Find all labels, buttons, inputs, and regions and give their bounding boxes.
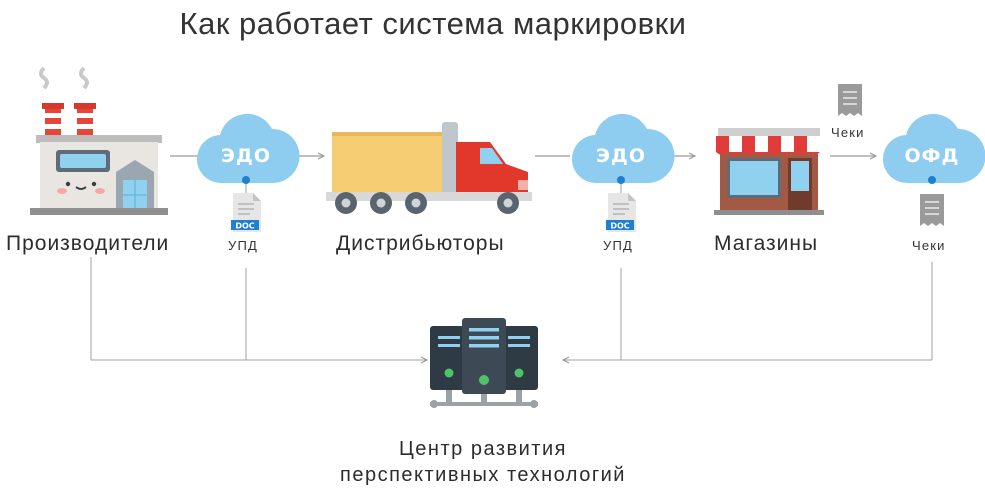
factory-icon <box>30 66 168 215</box>
center-label-line2: перспективных технологий <box>340 464 626 486</box>
upd-label-2: УПД <box>603 238 634 253</box>
receipt-icon-top <box>838 84 862 116</box>
document-icon-2: DOC <box>606 193 636 232</box>
server-icon <box>430 318 538 408</box>
upd-label-1: УПД <box>228 238 259 253</box>
doc-badge-2: DOC <box>610 222 629 231</box>
producers-label: Производители <box>6 232 170 255</box>
ofd-label: ОФД <box>905 145 960 167</box>
edo-label-1: ЭДО <box>221 145 271 167</box>
edo-label-2: ЭДО <box>596 145 646 167</box>
ofd-cloud <box>882 113 985 184</box>
document-icon-1: DOC <box>231 193 261 232</box>
center-label-line1: Центр развития <box>399 438 567 460</box>
receipt-icon-bottom <box>920 194 944 226</box>
store-icon <box>714 128 824 215</box>
connector-lines <box>90 183 933 360</box>
distributors-label: Дистрибьюторы <box>336 232 505 255</box>
edo-cloud-2 <box>571 113 675 184</box>
edo-cloud-1 <box>196 113 300 184</box>
stores-label: Магазины <box>714 232 819 255</box>
doc-badge-1: DOC <box>235 222 254 231</box>
truck-icon <box>326 122 532 214</box>
diagram-title: Как работает система маркировки <box>179 6 687 41</box>
receipts-label-top: Чеки <box>831 125 865 140</box>
receipts-label-bottom: Чеки <box>912 238 946 253</box>
